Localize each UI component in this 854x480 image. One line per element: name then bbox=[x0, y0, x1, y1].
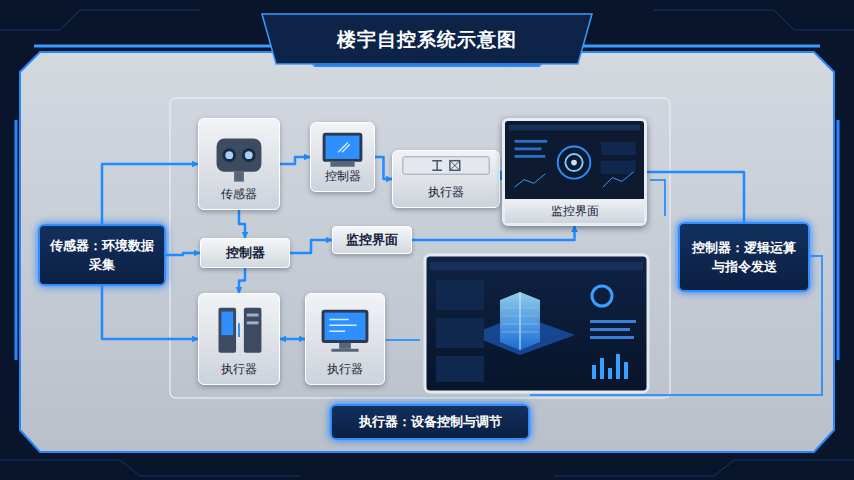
connector bbox=[375, 157, 392, 179]
connector bbox=[239, 268, 245, 293]
connector bbox=[166, 253, 200, 255]
monitor-screen: 监控界面 bbox=[502, 118, 647, 226]
connector bbox=[102, 164, 198, 224]
connector bbox=[412, 226, 575, 240]
controller-tag: 控制器 bbox=[200, 238, 290, 268]
callout-box: 执行器：设备控制与调节 bbox=[330, 404, 530, 440]
actuator-box: 执行器 bbox=[198, 293, 280, 385]
node-label: 监控界面 bbox=[346, 231, 398, 249]
title-text: 楼宇自控系统示意图 bbox=[337, 27, 517, 53]
node-label: 执行器 bbox=[306, 361, 384, 378]
node-label: 执行器 bbox=[393, 184, 499, 201]
connector bbox=[290, 240, 332, 253]
dashboard-screen bbox=[425, 255, 648, 392]
node-label: 执行器：设备控制与调节 bbox=[359, 412, 502, 432]
connector bbox=[280, 157, 310, 164]
sensor-box: 传感器 bbox=[198, 118, 280, 210]
node-label: 监控界面 bbox=[505, 199, 644, 223]
connector bbox=[647, 172, 744, 222]
monitor-tag: 监控界面 bbox=[332, 226, 412, 254]
connector bbox=[239, 210, 245, 238]
title-banner: 楼宇自控系统示意图 bbox=[277, 18, 577, 62]
actuator-box: 执行器 bbox=[392, 150, 500, 208]
callout-box: 传感器：环境数据采集 bbox=[38, 224, 166, 286]
node-label: 控制器 bbox=[226, 244, 265, 262]
controller-box: 控制器 bbox=[310, 122, 375, 192]
connector bbox=[102, 286, 198, 339]
node-label: 传感器：环境数据采集 bbox=[48, 236, 156, 275]
node-label: 执行器 bbox=[199, 361, 279, 378]
callout-box: 控制器：逻辑运算与指令发送 bbox=[678, 222, 810, 292]
node-label: 传感器 bbox=[199, 186, 279, 203]
connector bbox=[280, 338, 305, 341]
node-label: 控制器 bbox=[311, 168, 374, 185]
node-label: 控制器：逻辑运算与指令发送 bbox=[688, 238, 800, 277]
actuator-box: 执行器 bbox=[305, 293, 385, 385]
